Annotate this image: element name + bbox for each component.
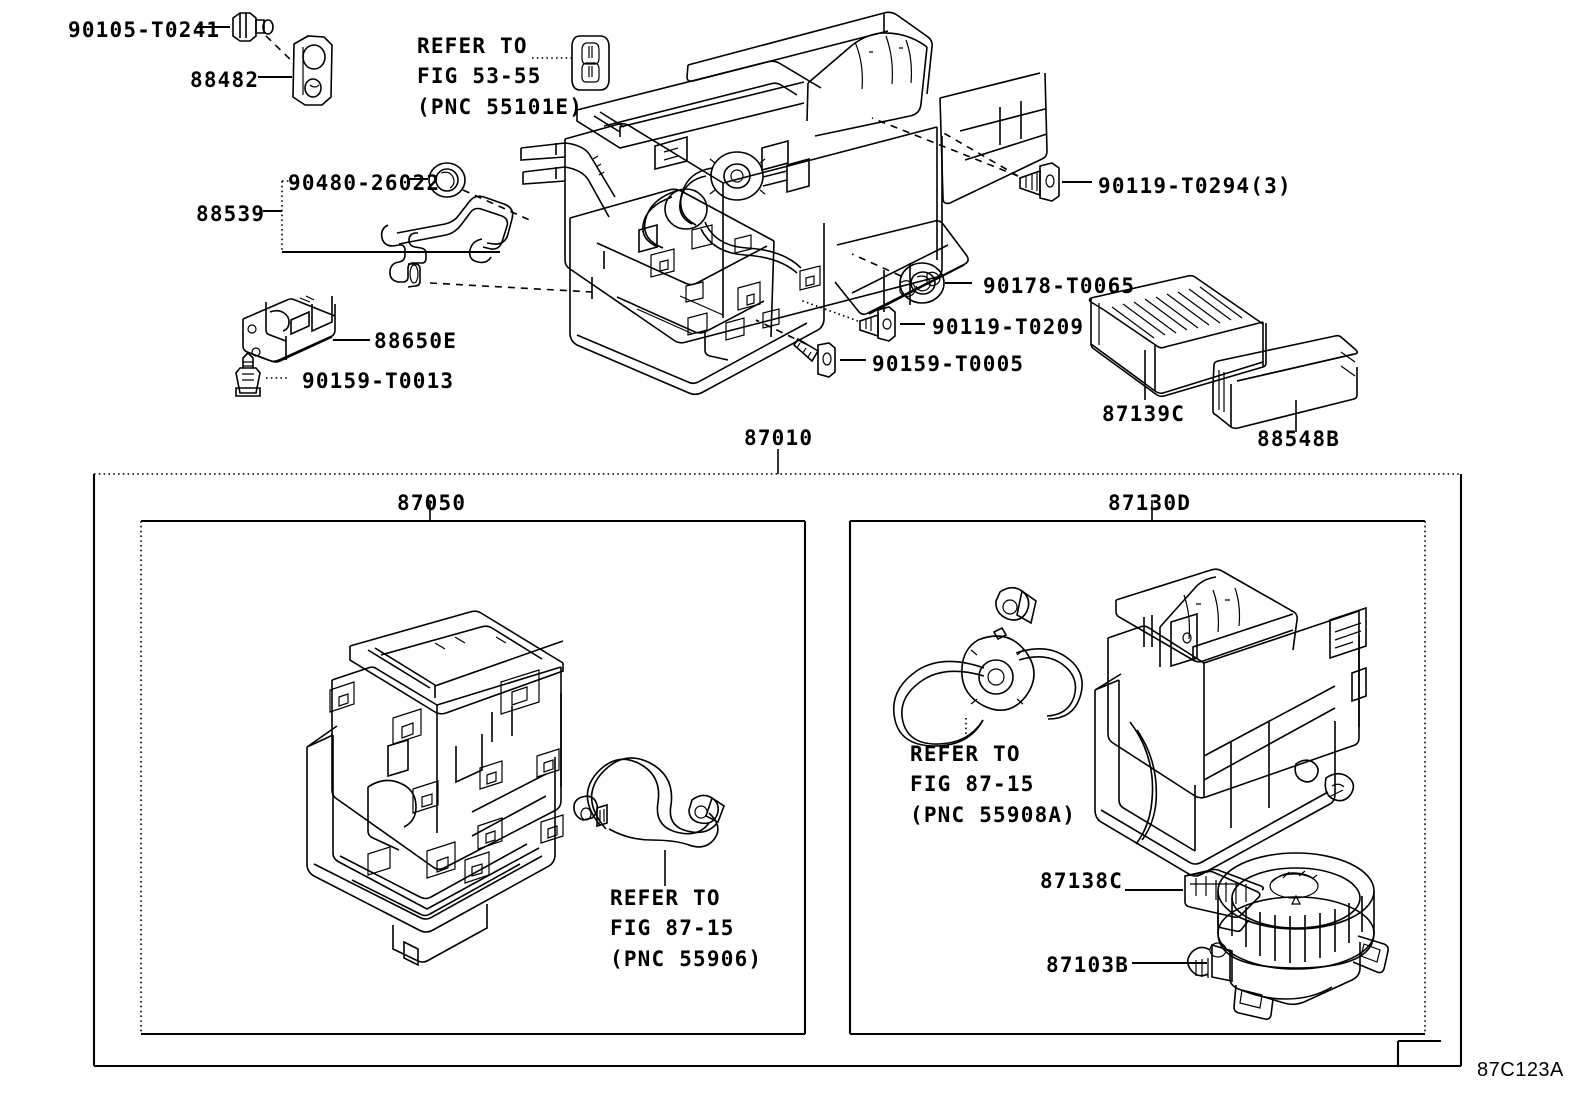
label-87010: 87010 <box>744 426 814 450</box>
label-refer-fig87-15-55908a: REFER TO FIG 87-15 (PNC 55908A) <box>910 742 1077 827</box>
part-90159-t0005 <box>755 319 866 378</box>
panel-87130d-border <box>848 519 1426 1036</box>
label-88548b: 88548B <box>1257 427 1341 451</box>
part-90119-t0294 <box>871 117 1092 202</box>
part-connector-55101e <box>532 35 610 91</box>
label-90159-t0005: 90159-T0005 <box>872 352 1025 376</box>
part-90480-26022 <box>409 162 535 223</box>
label-87103b: 87103B <box>1046 953 1130 977</box>
part-90119-t0209 <box>799 299 925 342</box>
label-88539: 88539 <box>196 202 266 226</box>
part-87103b-motor <box>1132 852 1389 1020</box>
label-90119-t0294: 90119-T0294(3) <box>1098 174 1292 198</box>
panel-87010-border <box>92 473 1463 1068</box>
part-90178-t0065 <box>851 253 972 304</box>
label-88482: 88482 <box>190 68 260 92</box>
leader-88539 <box>263 180 500 254</box>
diagram-id-code: 87C123A <box>1477 1059 1564 1081</box>
heater-unit-assembly-artwork <box>520 11 1048 396</box>
label-87130d: 87130D <box>1108 491 1192 515</box>
label-87138c: 87138C <box>1040 869 1124 893</box>
part-90105-t0241 <box>196 12 294 63</box>
part-88539-hose <box>380 195 593 293</box>
part-87138c-resistor <box>1125 868 1265 933</box>
panel-87050-border <box>140 519 807 1036</box>
part-88548b-cover <box>1212 334 1359 432</box>
label-87050: 87050 <box>397 491 467 515</box>
label-88650e: 88650E <box>374 329 458 353</box>
label-90119-t0209: 90119-T0209 <box>932 315 1085 339</box>
label-refer-fig53-55: REFER TO FIG 53-55 (PNC 55101E) <box>417 34 584 119</box>
cable-55908a-artwork <box>893 586 1083 747</box>
label-90178-t0065: 90178-T0065 <box>983 274 1136 298</box>
part-88482 <box>258 35 333 106</box>
part-88650e <box>242 295 370 363</box>
label-87139c: 87139C <box>1102 402 1186 426</box>
blower-case-87130d-artwork <box>1094 568 1367 877</box>
label-90159-t0013: 90159-T0013 <box>302 369 455 393</box>
label-refer-fig87-15-55906: REFER TO FIG 87-15 (PNC 55906) <box>610 886 763 971</box>
id-frame-mark <box>1396 1039 1441 1066</box>
part-87139c-filter <box>1088 274 1267 400</box>
label-90480-26022: 90480-26022 <box>288 171 441 195</box>
cable-55906-artwork <box>573 757 725 886</box>
label-90105-t0241: 90105-T0241 <box>68 18 221 42</box>
part-90159-t0013 <box>235 351 288 397</box>
heater-case-87050-artwork <box>306 610 564 967</box>
